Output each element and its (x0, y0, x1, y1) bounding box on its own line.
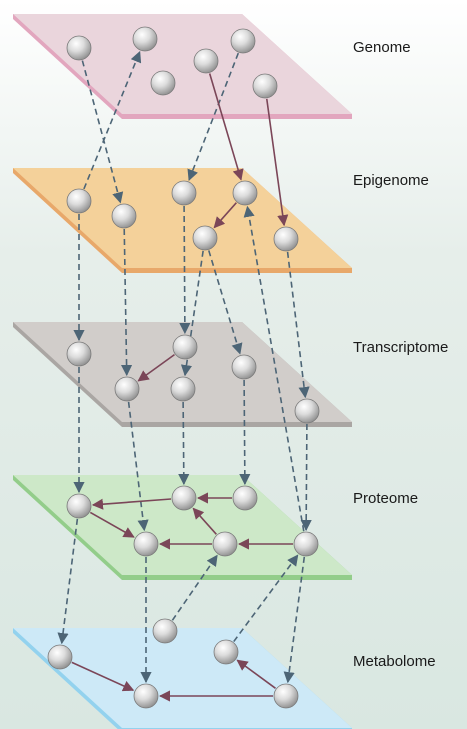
node-p3 (232, 485, 258, 511)
plane-genome (13, 14, 352, 119)
node-p1 (66, 493, 92, 519)
node-m3 (133, 683, 159, 709)
node-e6 (273, 226, 299, 252)
node-e4 (232, 180, 258, 206)
edge-t5-p3 (239, 379, 251, 486)
edge-t2-t3 (137, 353, 175, 382)
edge-p2-p1 (91, 498, 172, 510)
plane-metabolome (13, 628, 352, 729)
label-transcriptome: Transcriptome (353, 339, 448, 356)
edge-p6-m5 (283, 556, 306, 684)
edge-g1-e2 (81, 60, 124, 204)
edge-t3-p4 (127, 401, 149, 532)
node-g6 (150, 70, 176, 96)
edge-p1-m1 (57, 518, 79, 645)
edge-e6-t6 (286, 251, 310, 399)
node-t5 (231, 354, 257, 380)
edge-m4-p6 (233, 554, 299, 643)
edge-t6-p6 (300, 423, 312, 532)
edge-m1-m3 (71, 661, 135, 692)
plane-epigenome (13, 168, 352, 273)
label-proteome: Proteome (353, 490, 418, 507)
node-t1 (66, 341, 92, 367)
edge-p5-p2 (192, 507, 217, 535)
edge-g5-e6 (265, 98, 289, 227)
edge-g4-e3 (187, 52, 240, 181)
node-m4 (213, 639, 239, 665)
node-p4 (133, 531, 159, 557)
edge-e4-e5 (213, 202, 237, 229)
node-m5 (273, 683, 299, 709)
network-edges (57, 50, 312, 702)
node-g2 (132, 26, 158, 52)
edge-p6-e4 (243, 205, 305, 532)
node-p6 (293, 531, 319, 557)
node-g5 (252, 73, 278, 99)
node-p5 (212, 531, 238, 557)
node-g1 (66, 35, 92, 61)
node-p2 (171, 485, 197, 511)
node-m2 (152, 618, 178, 644)
edge-e5-t5 (207, 250, 243, 355)
layer-labels: GenomeEpigenomeTranscriptomeProteomeMeta… (353, 39, 448, 670)
node-e1 (66, 188, 92, 214)
node-t2 (172, 334, 198, 360)
edge-t4-p2 (178, 401, 190, 486)
node-t3 (114, 376, 140, 402)
label-metabolome: Metabolome (353, 653, 436, 670)
node-g3 (193, 48, 219, 74)
node-e2 (111, 203, 137, 229)
node-g4 (230, 28, 256, 54)
node-e5 (192, 225, 218, 251)
node-t4 (170, 376, 196, 402)
layer-planes (13, 14, 352, 729)
edge-p1-p4 (89, 511, 135, 538)
edge-m2-p5 (171, 554, 218, 621)
edge-e3-t2 (179, 205, 191, 335)
node-m1 (47, 644, 73, 670)
edge-g3-e4 (208, 73, 244, 181)
edge-m5-m4 (236, 659, 276, 689)
network-nodes (47, 26, 320, 709)
label-epigenome: Epigenome (353, 172, 429, 189)
edge-e2-t3 (120, 228, 133, 377)
edge-e1-g2 (83, 50, 142, 190)
label-genome: Genome (353, 39, 411, 56)
node-t6 (294, 398, 320, 424)
node-e3 (171, 180, 197, 206)
